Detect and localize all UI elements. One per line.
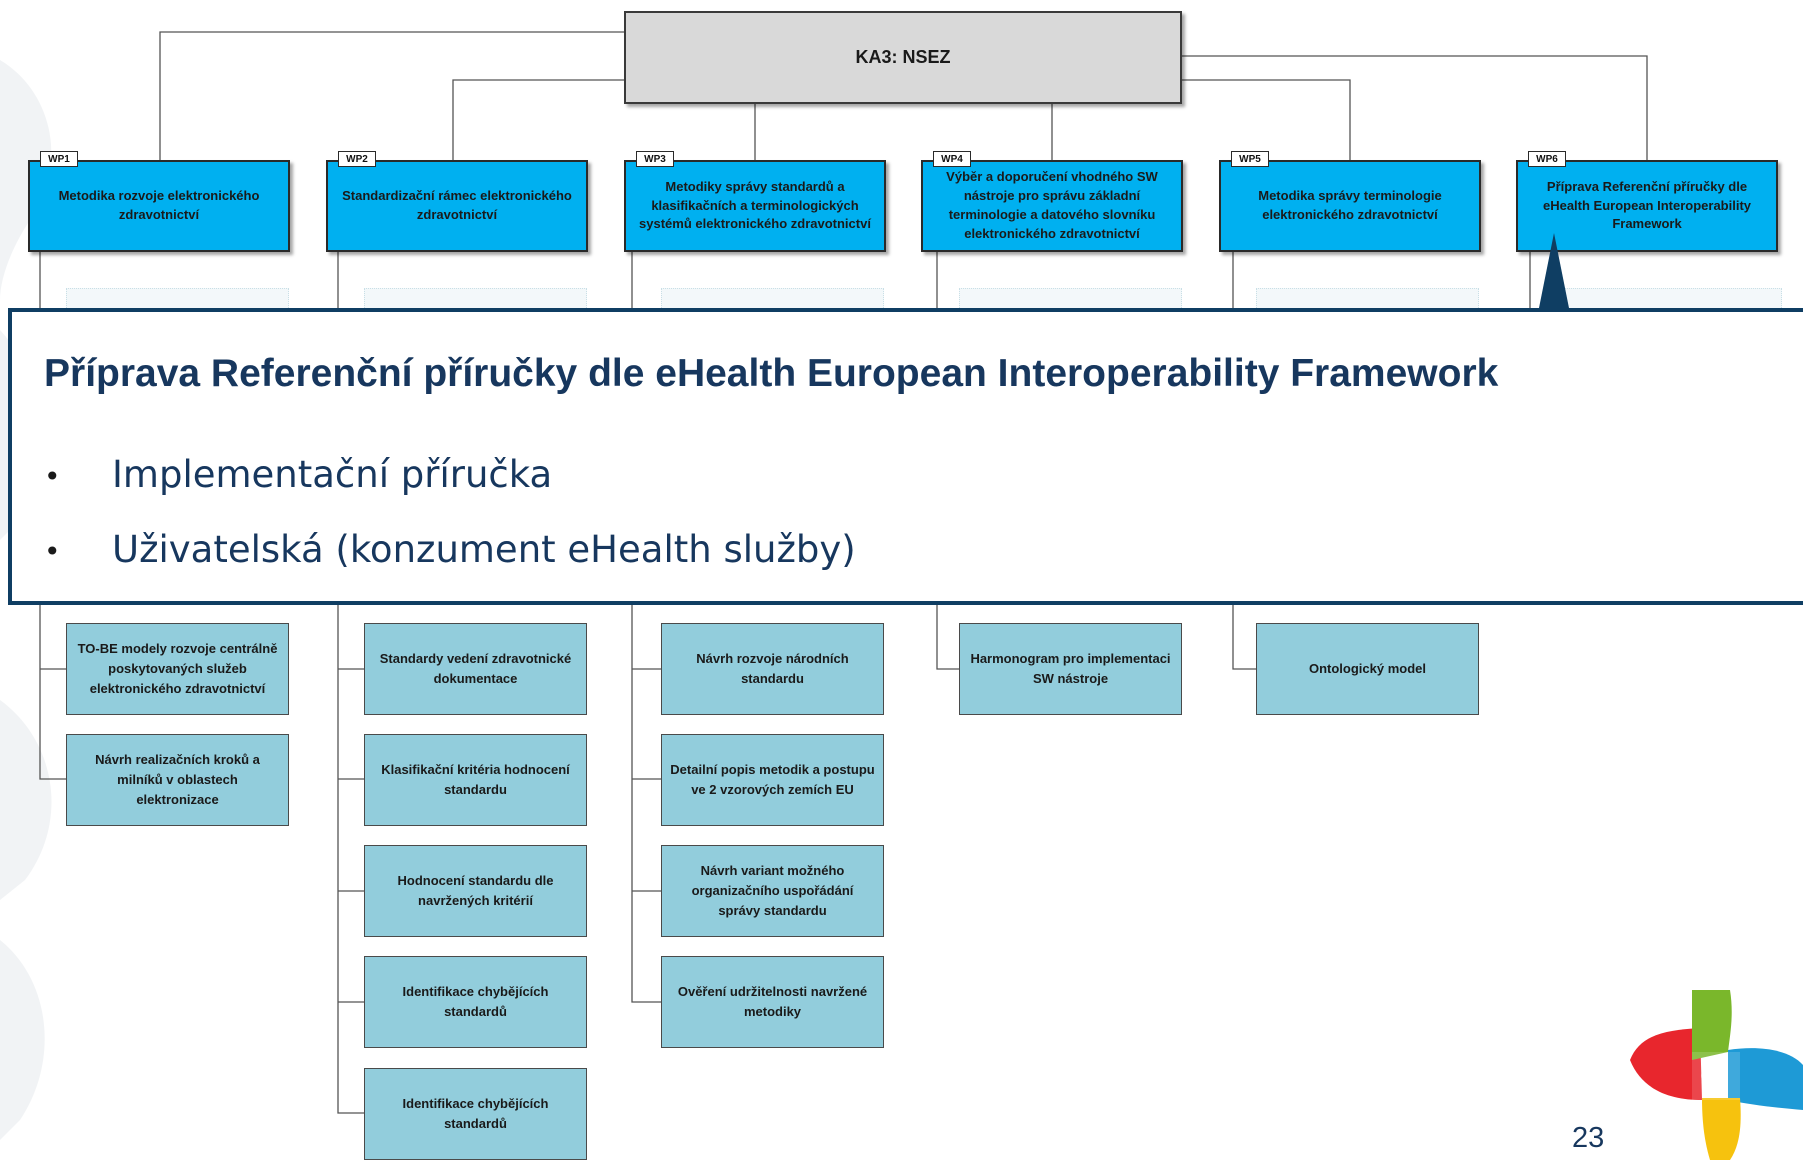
wp4-box: Výběr a doporučení vhodného SW nástroje … — [921, 160, 1183, 252]
wp2-task: Identifikace chybějících standardů — [364, 1068, 587, 1160]
callout-pointer — [1538, 233, 1570, 313]
wp4-title: Výběr a doporučení vhodného SW nástroje … — [946, 169, 1158, 241]
wp3-task: Návrh rozvoje národních standardu — [661, 623, 884, 715]
wp6-tag: WP6 — [1528, 151, 1566, 167]
wp1-task: Návrh realizačních kroků a milníků v obl… — [66, 734, 289, 826]
wp1-box: Metodika rozvoje elektronického zdravotn… — [28, 160, 290, 252]
wp3-tag: WP3 — [636, 151, 674, 167]
logo-blue-arm — [1728, 1048, 1803, 1110]
wp1-task: TO-BE modely rozvoje centrálně poskytova… — [66, 623, 289, 715]
wp5-title: Metodika správy terminologie elektronick… — [1258, 188, 1442, 222]
callout-panel: Příprava Referenční příručky dle eHealth… — [8, 308, 1803, 605]
wp3-task: Ověření udržitelnosti navržené metodiky — [661, 956, 884, 1048]
wp2-box: Standardizační rámec elektronického zdra… — [326, 160, 588, 252]
svg-text:e: e — [1700, 1055, 1719, 1093]
root-node: KA3: NSEZ — [624, 11, 1182, 104]
wp4-task: Harmonogram pro implementaci SW nástroje — [959, 623, 1182, 715]
wp4-tag: WP4 — [933, 151, 971, 167]
logo-yellow-arm — [1702, 1098, 1741, 1160]
wp3-task: Návrh variant možného organizačního uspo… — [661, 845, 884, 937]
callout-bullet-text: Implementační příručka — [112, 453, 553, 496]
bullet-icon: • — [44, 460, 61, 493]
wp2-task: Identifikace chybějících standardů — [364, 956, 587, 1048]
callout-title: Příprava Referenční příručky dle eHealth… — [44, 352, 1499, 395]
wp2-tag: WP2 — [338, 151, 376, 167]
wp3-task: Detailní popis metodik a postupu ve 2 vz… — [661, 734, 884, 826]
wp1-tag: WP1 — [40, 151, 78, 167]
callout-bullet: • Implementační příručka — [44, 453, 552, 496]
wp1-title: Metodika rozvoje elektronického zdravotn… — [58, 188, 260, 222]
logo-green-arm — [1692, 990, 1732, 1060]
callout-bullet-text: Uživatelská (konzument eHealth služby) — [112, 528, 856, 571]
callout-bullet: • Uživatelská (konzument eHealth služby) — [44, 528, 856, 571]
page-number: 23 — [1572, 1122, 1605, 1154]
wp2-task: Standardy vedení zdravotnické dokumentac… — [364, 623, 587, 715]
wp3-box: Metodiky správy standardů a klasifikační… — [624, 160, 886, 252]
logo-red-arm — [1630, 1028, 1702, 1100]
ehealth-logo-icon: e — [1630, 990, 1803, 1160]
wp6-title: Příprava Referenční příručky dle eHealth… — [1542, 178, 1752, 232]
wp2-task: Klasifikační kritéria hodnocení standard… — [364, 734, 587, 826]
wp2-task: Hodnocení standardu dle navržených krité… — [364, 845, 587, 937]
wp5-box: Metodika správy terminologie elektronick… — [1219, 160, 1481, 252]
bullet-icon: • — [44, 535, 61, 568]
wp5-tag: WP5 — [1231, 151, 1269, 167]
wp2-title: Standardizační rámec elektronického zdra… — [342, 188, 572, 222]
wp5-task: Ontologický model — [1256, 623, 1479, 715]
wp3-title: Metodiky správy standardů a klasifikační… — [639, 178, 871, 232]
